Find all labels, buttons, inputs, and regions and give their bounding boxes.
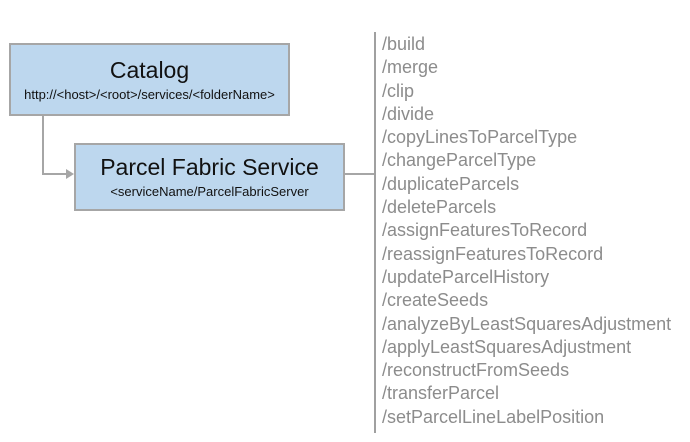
- endpoint-item: /analyzeByLeastSquaresAdjustment: [382, 313, 672, 334]
- catalog-url: http://<host>/<root>/services/<folderNam…: [24, 86, 275, 102]
- endpoint-item: /duplicateParcels: [382, 173, 520, 194]
- endpoint-item: /setParcelLineLabelPosition: [382, 406, 605, 427]
- endpoint-item: /reassignFeaturesToRecord: [382, 243, 604, 264]
- endpoint-item: /transferParcel: [382, 383, 500, 404]
- endpoint-item: /assignFeaturesToRecord: [382, 220, 588, 241]
- endpoint-item: /reconstructFromSeeds: [382, 360, 570, 381]
- endpoint-list: /build /merge /clip /divide /copyLinesTo…: [382, 33, 682, 429]
- connector-service-to-list: [345, 173, 374, 175]
- connector-catalog-horizontal: [42, 173, 67, 175]
- endpoint-item: /deleteParcels: [382, 197, 497, 218]
- arrow-right-icon: [66, 169, 74, 179]
- endpoint-item: /copyLinesToParcelType: [382, 127, 578, 148]
- service-url: <serviceName/ParcelFabricServer: [110, 184, 309, 199]
- endpoint-item: /divide: [382, 103, 435, 124]
- endpoint-item: /updateParcelHistory: [382, 266, 550, 287]
- catalog-node: Catalog http://<host>/<root>/services/<f…: [9, 43, 290, 116]
- endpoint-item: /merge: [382, 57, 439, 78]
- endpoint-item: /applyLeastSquaresAdjustment: [382, 336, 632, 357]
- endpoint-item: /build: [382, 34, 426, 54]
- catalog-title: Catalog: [109, 56, 190, 83]
- connector-catalog-vertical: [42, 116, 44, 174]
- endpoint-list-divider: [374, 32, 376, 433]
- endpoint-item: /clip: [382, 80, 415, 101]
- endpoint-item: /createSeeds: [382, 290, 489, 311]
- endpoint-item: /changeParcelType: [382, 150, 537, 171]
- service-title: Parcel Fabric Service: [100, 154, 319, 180]
- parcel-fabric-service-node: Parcel Fabric Service <serviceName/Parce…: [74, 143, 345, 211]
